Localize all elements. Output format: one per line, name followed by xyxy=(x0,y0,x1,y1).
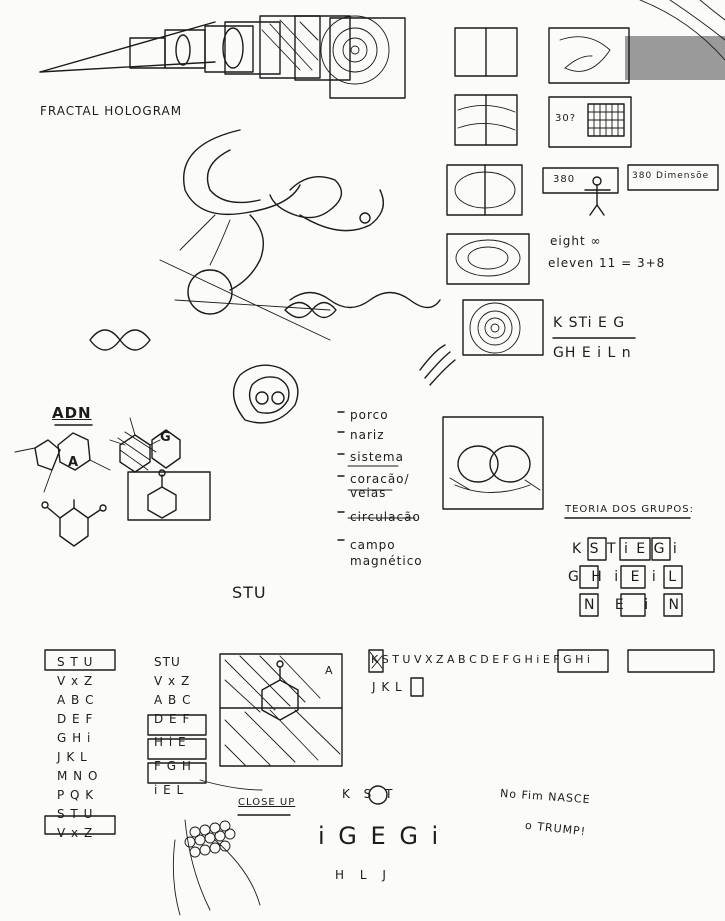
stu-label: STU xyxy=(232,583,267,602)
grupos-row: G H i E i L xyxy=(568,569,677,585)
jkl-line: J K L xyxy=(372,680,403,694)
list-item: A B C xyxy=(57,691,98,710)
list-item: V x Z xyxy=(57,824,98,843)
eleven-line: eleven 11 = 3+8 xyxy=(548,256,665,270)
list-item: S T U xyxy=(57,805,98,824)
list-item: V x Z xyxy=(57,672,98,691)
eggs-drawing xyxy=(443,417,543,509)
list-item: M N O xyxy=(57,767,98,786)
dna-letter-a: A xyxy=(68,455,79,470)
eight-line: eight ∞ xyxy=(550,234,601,248)
list-item: magnético xyxy=(350,548,423,574)
list-item: STU xyxy=(154,653,192,672)
list-item: D E F xyxy=(57,710,98,729)
dimension-380-text: 380 Dimensõe xyxy=(632,171,709,181)
list-item: D E F xyxy=(154,710,192,729)
list-item: S T U xyxy=(57,653,98,672)
dimension-30-label: 30? xyxy=(555,113,576,124)
list-item: F G H xyxy=(154,757,192,776)
long-letter-sequence: K S T U V X Z A B C D E F G H i E F G H … xyxy=(371,653,590,666)
adn-molecules-drawing xyxy=(15,418,210,546)
list-item: veias xyxy=(350,480,423,506)
nucleus-drawing xyxy=(234,365,298,423)
alphabet-column-2: STU V x Z A B C D E F H i E F G H i E L xyxy=(154,653,192,800)
list-item: circulacão xyxy=(350,504,423,530)
teoria-dos-grupos-label: TEORIA DOS GRUPOS: xyxy=(565,504,694,515)
serpent-drawing xyxy=(90,130,455,385)
list-item: i E L xyxy=(154,781,192,800)
alphabet-column-1: S T U V x Z A B C D E F G H i J K L M N … xyxy=(57,653,98,843)
sequence-boxes xyxy=(369,650,714,804)
grupos-row: N E i N xyxy=(584,597,680,613)
gheiln-line: GH E i L n xyxy=(553,345,632,361)
kst-line: K S T xyxy=(342,787,393,801)
list-item: P Q K xyxy=(57,786,98,805)
adn-label: ADN xyxy=(52,404,92,422)
hlj-line: H L J xyxy=(335,868,387,882)
list-item: A B C xyxy=(154,691,192,710)
list-item: J K L xyxy=(57,748,98,767)
grupos-row: K S T i E G i xyxy=(572,541,678,557)
list-item: G H i xyxy=(57,729,98,748)
fractal-hologram-title: FRACTAL HOLOGRAM xyxy=(40,104,182,118)
dimension-380-label: 380 xyxy=(553,174,575,185)
fractal-hologram-frames-drawing xyxy=(40,16,405,98)
organs-list: porco nariz sistema coracão/ veias circu… xyxy=(350,402,423,574)
list-item: V x Z xyxy=(154,672,192,691)
kstieg-line: K STi E G xyxy=(553,315,625,331)
list-item: H i E xyxy=(154,733,192,752)
letter-a-small: A xyxy=(325,664,334,677)
igegi-line: i G E G i xyxy=(318,822,441,850)
close-up-label: CLOSE UP xyxy=(238,797,295,808)
hologram-squares-drawing xyxy=(447,28,718,355)
cube-in-box-drawing xyxy=(220,654,342,766)
dna-letter-g: G xyxy=(160,430,172,445)
